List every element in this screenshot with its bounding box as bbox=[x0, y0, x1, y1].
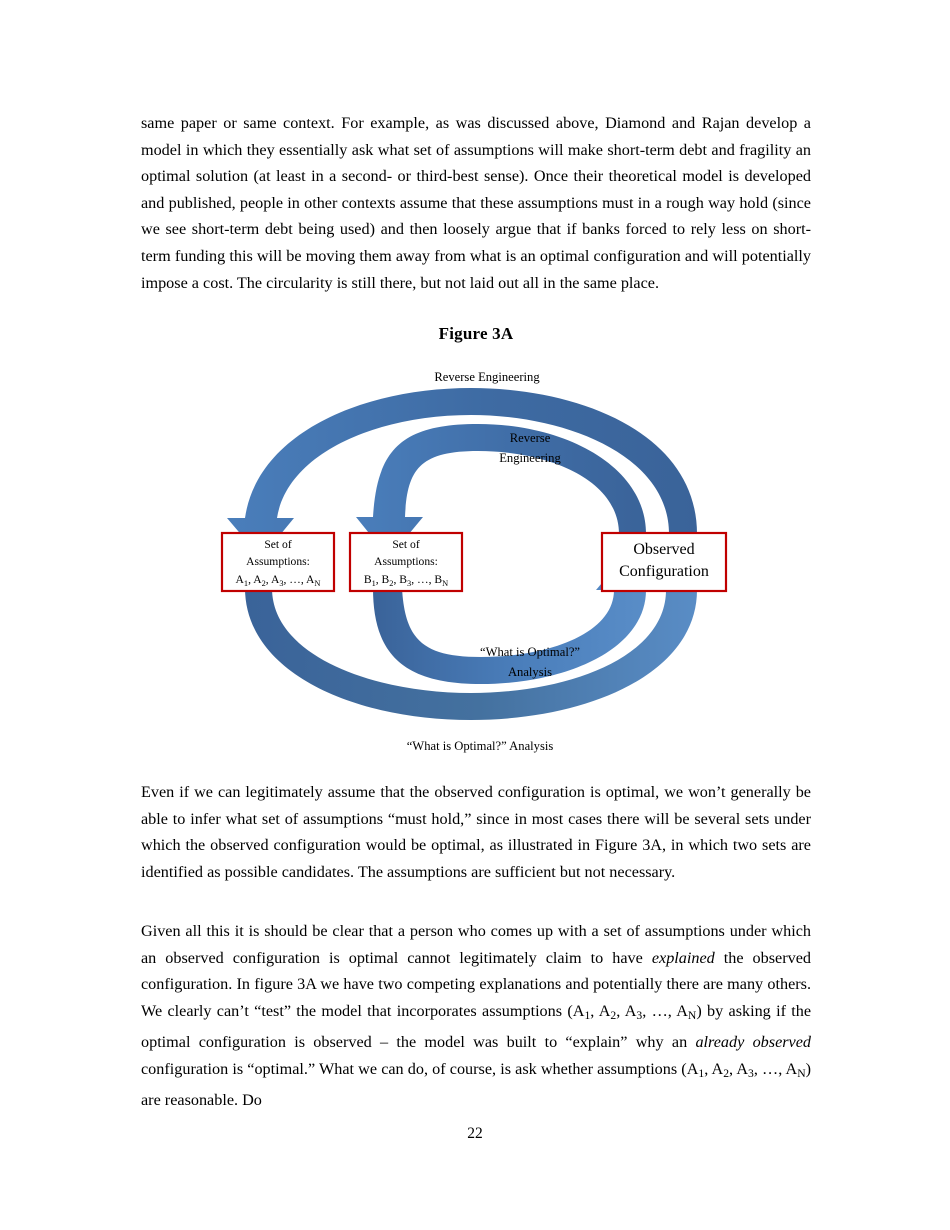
observed-configuration-rect bbox=[600, 531, 728, 593]
inner-what-is-optimal-arrow bbox=[373, 550, 663, 684]
box-set-of-assumptions-b: Set of Assumptions: B1, B2, B3, …, BN bbox=[348, 531, 464, 593]
box-a-line-1: Set of bbox=[264, 538, 292, 551]
observed-configuration-line-1: Observed bbox=[633, 541, 694, 558]
box-b-f6: , …, B bbox=[411, 573, 442, 586]
box-a-f1: 1 bbox=[244, 579, 248, 588]
box-a-f5: 3 bbox=[279, 579, 283, 588]
outer-what-is-optimal-arrow bbox=[245, 550, 715, 720]
box-set-of-assumptions-a: Set of Assumptions: A1, A2, A3, …, AN bbox=[220, 531, 336, 593]
box-observed-configuration: Observed Configuration bbox=[600, 531, 728, 593]
box-a-line-2: Assumptions: bbox=[246, 555, 310, 568]
box-a-f3: 2 bbox=[262, 579, 266, 588]
label-inner-what-is-optimal-line-2: Analysis bbox=[508, 665, 552, 679]
box-b-f7: N bbox=[442, 579, 448, 588]
box-a-f6: , …, A bbox=[284, 573, 316, 586]
box-b-line-2: Assumptions: bbox=[374, 555, 438, 568]
outer-reverse-engineering-arrow bbox=[227, 388, 697, 558]
body-paragraph-1: same paper or same context. For example,… bbox=[141, 114, 811, 292]
box-a-f2: , A bbox=[248, 573, 262, 586]
box-a-f4: , A bbox=[266, 573, 280, 586]
box-a-rect bbox=[220, 531, 336, 593]
inner-top-arrow-path bbox=[356, 424, 646, 558]
box-b-f4: , B bbox=[393, 573, 407, 586]
outer-top-arrow-path bbox=[227, 388, 697, 558]
label-inner-reverse-engineering-line-1: Reverse bbox=[510, 431, 551, 445]
box-b-f3: 2 bbox=[389, 579, 393, 588]
outer-bottom-arrow-path bbox=[245, 550, 715, 720]
figure-title: Figure 3A bbox=[438, 324, 514, 343]
box-a-f0: A bbox=[236, 573, 245, 586]
figure-3a-diagram: Set of Assumptions: A1, A2, A3, …, AN Se… bbox=[141, 362, 811, 762]
label-inner-reverse-engineering-line-2: Engineering bbox=[499, 451, 561, 465]
inner-bottom-arrow-path bbox=[373, 550, 663, 684]
box-b-formula: B1, B2, B3, …, BN bbox=[364, 573, 448, 588]
label-outer-reverse-engineering: Reverse Engineering bbox=[434, 370, 540, 384]
box-b-f5: 3 bbox=[407, 579, 411, 588]
page-number: 22 bbox=[467, 1125, 483, 1142]
box-a-formula: A1, A2, A3, …, AN bbox=[236, 573, 321, 588]
figure-3a-svg: Set of Assumptions: A1, A2, A3, …, AN Se… bbox=[220, 370, 728, 753]
box-b-f0: B bbox=[364, 573, 372, 586]
box-b-f1: 1 bbox=[372, 579, 376, 588]
box-b-rect bbox=[348, 531, 464, 593]
label-inner-what-is-optimal-line-1: “What is Optimal?” bbox=[480, 645, 580, 659]
box-b-line-1: Set of bbox=[392, 538, 420, 551]
body-paragraph-3: Given all this it is should be clear tha… bbox=[141, 922, 812, 1110]
box-b-f2: , B bbox=[376, 573, 390, 586]
box-a-f7: N bbox=[314, 579, 320, 588]
observed-configuration-line-2: Configuration bbox=[619, 563, 709, 580]
body-paragraph-2: Even if we can legitimately assume that … bbox=[141, 783, 811, 881]
label-outer-what-is-optimal: “What is Optimal?” Analysis bbox=[407, 739, 554, 753]
inner-reverse-engineering-arrow bbox=[356, 424, 646, 558]
